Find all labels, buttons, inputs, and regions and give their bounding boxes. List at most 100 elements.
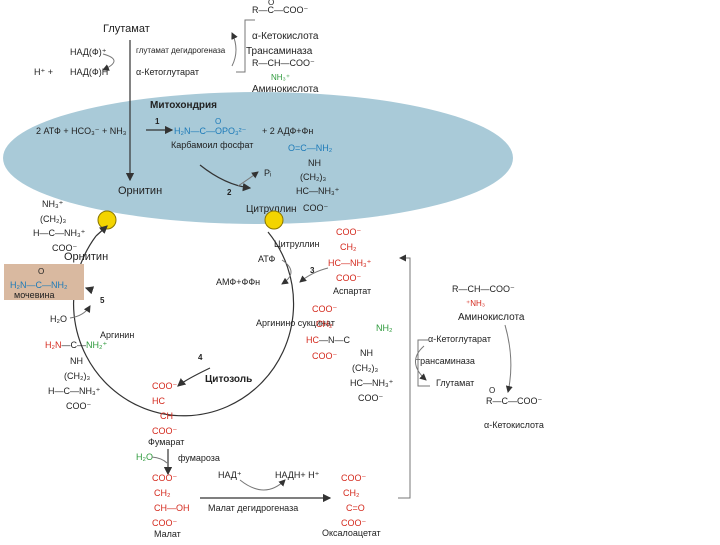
urea-formula: H₂N—C—NH₂ bbox=[10, 280, 68, 290]
akg-right: α-Кетоглутарат bbox=[428, 334, 491, 344]
nad-curve-arrow bbox=[102, 53, 115, 71]
h-plus: H⁺ + bbox=[34, 67, 53, 77]
urea-cycle-ring bbox=[72, 231, 295, 417]
asuc-coo-top: COO⁻ bbox=[312, 304, 338, 314]
nadh-label: НАДН+ H⁺ bbox=[275, 470, 320, 480]
malate-coo-top: COO⁻ bbox=[152, 473, 178, 483]
citrulline-carbamoyl: O=C—NH₂ bbox=[288, 143, 333, 153]
urea-label: мочевина bbox=[14, 290, 54, 300]
ornithine-coo: COO⁻ bbox=[52, 243, 78, 253]
urea-oxygen: O bbox=[38, 267, 44, 276]
nh3-right: ⁺NH₃ bbox=[466, 299, 485, 308]
alpha-keto-acid-top: α-Кетокислота bbox=[252, 31, 319, 42]
ornithine-cytosol: Орнитин bbox=[64, 251, 108, 263]
atp-amp-arrow bbox=[281, 259, 292, 285]
transaminase-right: трансаминаза bbox=[416, 356, 475, 366]
arginine-label: Аргинин bbox=[100, 330, 134, 340]
arginine-nh: NH bbox=[70, 356, 83, 366]
transaminase-curve-arrow bbox=[231, 32, 238, 67]
oaa-ch2: CH₂ bbox=[343, 488, 360, 498]
arg-nh2: NH₂⁺ bbox=[86, 340, 107, 350]
water-arrow bbox=[69, 305, 91, 319]
transaminase-top: Трансаминаза bbox=[246, 46, 313, 57]
aspartate-ch2: CH₂ bbox=[340, 242, 357, 252]
malate-label: Малат bbox=[154, 529, 181, 539]
amp-label: АМФ+ФФн bbox=[216, 277, 260, 287]
asuc-hc: HC bbox=[306, 335, 319, 345]
asuc-ch2-chain: (CH₂)₃ bbox=[352, 363, 378, 373]
asuc-coo-end: COO⁻ bbox=[358, 393, 384, 403]
pi-label: Pᵢ bbox=[264, 168, 271, 178]
ornithine-ch2: (CH₂)₃ bbox=[40, 214, 66, 224]
keto-formula-right: R—C—COO⁻ bbox=[486, 396, 542, 406]
arginine-guanidino: H₂N—C—NH₂⁺ bbox=[45, 340, 107, 350]
carbamoyl-oxygen: O bbox=[215, 117, 221, 126]
glutamate-right: Глутамат bbox=[436, 378, 474, 388]
arginine-ch2: (CH₂)₃ bbox=[64, 371, 90, 381]
ornithine-mito: Орнитин bbox=[118, 185, 162, 197]
citrulline-cytosol: Цитруллин bbox=[274, 239, 320, 249]
nad-p-h: НАД(Ф)Н bbox=[70, 67, 108, 77]
asuc-nh2: NH₂ bbox=[376, 323, 393, 333]
akg-to-glu-arrow bbox=[415, 345, 427, 381]
oaa-to-aspartate-bracket bbox=[398, 254, 411, 499]
step-1: 1 bbox=[155, 117, 160, 126]
citrulline-coo: COO⁻ bbox=[303, 203, 329, 213]
fumarate-release-arrow bbox=[177, 367, 211, 387]
nad-p-plus: НАД(Ф)⁺ bbox=[70, 47, 107, 57]
atp-label: АТФ bbox=[258, 254, 275, 264]
fumarate-ch: CH bbox=[160, 411, 173, 421]
oaa-c-o: C=O bbox=[346, 503, 365, 513]
mitochondrion-label: Митохондрия bbox=[150, 100, 217, 111]
malate-coo-bottom: COO⁻ bbox=[152, 518, 178, 528]
fumarate-label: Фумарат bbox=[148, 437, 184, 447]
fumarate-hc: HC bbox=[152, 396, 165, 406]
citrulline-mito: Цитруллин bbox=[246, 204, 297, 215]
oxygen-top: O bbox=[268, 0, 274, 7]
asuc-nh: NH bbox=[360, 348, 373, 358]
reaction-right: + 2 АДФ+Фн bbox=[262, 126, 313, 136]
fumarate-coo-bottom: COO⁻ bbox=[152, 426, 178, 436]
amino-formula-right: R—CH—COO⁻ bbox=[452, 284, 515, 294]
argininosuccinate-line1: Аргинино сукцинат bbox=[256, 318, 335, 328]
amino-acid-right: Аминокислота bbox=[458, 312, 525, 323]
urea-release-arrow bbox=[84, 286, 95, 295]
alpha-ketoglutarate-top: α-Кетоглутарат bbox=[136, 67, 199, 77]
malate-ch2: CH₂ bbox=[154, 488, 171, 498]
water-label: H₂O bbox=[50, 314, 67, 324]
asuc-coo-bottom: COO⁻ bbox=[312, 351, 338, 361]
right-bracket bbox=[417, 339, 430, 387]
amino-acid-formula-top: R—CH—COO⁻ bbox=[252, 58, 315, 68]
aspartate-coo-top: COO⁻ bbox=[336, 227, 362, 237]
urea-box bbox=[4, 264, 84, 300]
aspartate-label: Аспартат bbox=[333, 286, 371, 296]
amino-to-keto-arrow bbox=[504, 324, 513, 393]
arginine-coo: COO⁻ bbox=[66, 401, 92, 411]
pi-arrow bbox=[237, 171, 259, 187]
citrulline-transporter bbox=[264, 210, 284, 230]
h2o-green: H₂O bbox=[136, 452, 153, 462]
step-2: 2 bbox=[227, 188, 232, 197]
asuc-hc-nh3: HC—NH₃⁺ bbox=[350, 378, 394, 388]
keto-acid-formula-top: R—C—COO⁻ bbox=[252, 5, 308, 15]
argininosuccinate-label: Аргинино сукцинат bbox=[256, 318, 335, 328]
mdh-label: Малат дегидрогеназа bbox=[208, 503, 298, 513]
asuc-hc-n: HC—N—C bbox=[306, 335, 350, 345]
aspartate-arrow bbox=[299, 267, 329, 283]
nh3-top: NH₃⁺ bbox=[271, 73, 290, 82]
fumarase-label: фумароза bbox=[178, 453, 220, 463]
ornithine-ch-nh3: H—C—NH₃⁺ bbox=[33, 228, 86, 238]
citrulline-nh: NH bbox=[308, 158, 321, 168]
fumarate-coo-top: COO⁻ bbox=[152, 381, 178, 391]
amino-acid-top: Аминокислота bbox=[252, 84, 319, 95]
malate-ch-oh: CH—OH bbox=[154, 503, 190, 513]
carbamoyl-formula: H₂N—C—OPO₃²⁻ bbox=[174, 126, 247, 136]
nad-plus: НАД⁺ bbox=[218, 470, 242, 480]
step-3: 3 bbox=[310, 266, 315, 275]
cycle-ornithine-entry bbox=[95, 225, 108, 237]
oaa-coo-top: COO⁻ bbox=[341, 473, 367, 483]
citrulline-ch2: (CH₂)₃ bbox=[300, 172, 326, 182]
asuc-ch2: CH₂ bbox=[316, 319, 333, 329]
